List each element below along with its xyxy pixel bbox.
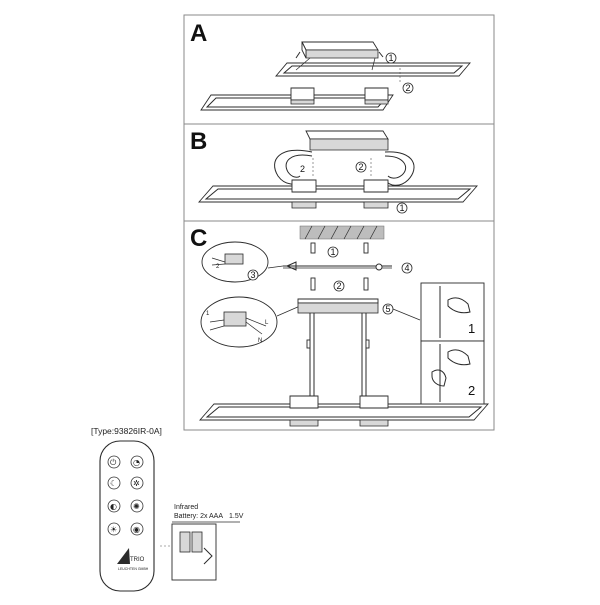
cable-loop-left-inner bbox=[285, 154, 313, 178]
svg-text:⏻: ⏻ bbox=[110, 458, 117, 467]
step-2-badge-c bbox=[333, 280, 345, 292]
step-number: 2 bbox=[337, 281, 342, 291]
battery-voltage: 1.5V bbox=[229, 513, 244, 520]
panel-a: A 1 2 bbox=[183, 14, 495, 125]
sun-icon[interactable] bbox=[130, 499, 144, 513]
panel-b: B 2 1 2 bbox=[183, 123, 495, 222]
step-number: 1 bbox=[400, 203, 405, 213]
mounting-block bbox=[290, 87, 389, 105]
cable-adjust-detail-2: 2 bbox=[420, 340, 485, 405]
cable-loop-right-inner bbox=[384, 155, 407, 179]
color-icon[interactable] bbox=[130, 522, 144, 536]
inset-step-number: 1 bbox=[206, 311, 210, 317]
step-1-badge-c bbox=[327, 246, 339, 258]
battery-icon bbox=[179, 531, 191, 553]
light-bar-upper-a bbox=[275, 62, 471, 77]
inset-step-number: 2 bbox=[216, 264, 220, 270]
panel-b-letter: B bbox=[190, 128, 207, 155]
battery-title: Infrared bbox=[174, 504, 198, 511]
moon-icon[interactable] bbox=[107, 476, 121, 490]
light-bar-c bbox=[199, 403, 489, 421]
step-2-badge-b bbox=[355, 161, 367, 173]
wire-label-l: L bbox=[265, 320, 269, 326]
detail-step-1: 1 bbox=[468, 321, 475, 336]
step-1-badge-a bbox=[385, 52, 397, 64]
step-number: 1 bbox=[389, 53, 394, 63]
power-icon[interactable] bbox=[107, 455, 121, 469]
arrow-icon bbox=[203, 547, 213, 565]
wire-label-n: N bbox=[258, 338, 262, 344]
remote-type-label: [Type:93826IR-0A] bbox=[91, 426, 162, 436]
remote-section: [Type:93826IR-0A] ⏻ ☾ ◐ ☀ ◔ ✲ ✺ ◉ TRIO L… bbox=[91, 426, 162, 592]
step-number: 2 bbox=[406, 83, 411, 93]
svg-text:✲: ✲ bbox=[133, 479, 140, 488]
panel-c: C 1 4 2 3 2 bbox=[183, 220, 495, 431]
svg-text:◉: ◉ bbox=[133, 525, 140, 534]
battery-section: Infrared Battery: 2x AAA 1.5V bbox=[160, 504, 244, 581]
step-4-badge-c bbox=[401, 262, 413, 274]
canopy-a bbox=[301, 41, 379, 59]
timer-icon[interactable] bbox=[130, 455, 144, 469]
ceiling bbox=[299, 225, 385, 240]
cable-loop-right bbox=[384, 151, 415, 186]
connector-detail-inset: 3 2 bbox=[201, 241, 269, 283]
svg-text:☀: ☀ bbox=[110, 525, 117, 534]
svg-text:◐: ◐ bbox=[110, 502, 117, 511]
trio-logo-icon bbox=[117, 548, 130, 564]
bright-icon[interactable] bbox=[107, 522, 121, 536]
step-2-badge-a bbox=[402, 82, 414, 94]
step-1-badge-b bbox=[396, 202, 408, 214]
step-number: 2 bbox=[359, 162, 364, 172]
detail-step-2: 2 bbox=[468, 383, 475, 398]
step-number: 1 bbox=[331, 247, 336, 257]
canopy-b bbox=[305, 130, 389, 151]
battery-spec: Battery: 2x AAA bbox=[174, 513, 223, 520]
step-number-alt: 2 bbox=[300, 164, 305, 174]
svg-text:☾: ☾ bbox=[110, 479, 117, 488]
step-3-badge-c bbox=[247, 269, 259, 281]
step-number: 5 bbox=[386, 304, 391, 314]
cable-adjust-detail: 1 bbox=[420, 282, 485, 342]
dim-icon[interactable] bbox=[107, 499, 121, 513]
screw-icon bbox=[375, 263, 383, 271]
arrow-icon bbox=[378, 51, 384, 58]
svg-text:✺: ✺ bbox=[133, 502, 140, 511]
wiring-detail-inset: L N 1 bbox=[200, 296, 278, 348]
step-number: 3 bbox=[251, 270, 256, 280]
svg-text:◔: ◔ bbox=[133, 458, 140, 467]
mounting-block bbox=[289, 395, 389, 427]
arrow-icon bbox=[295, 51, 301, 59]
mounting-block bbox=[291, 179, 389, 209]
brand-sub: LEUCHTEN GMBH bbox=[118, 567, 149, 571]
panel-a-letter: A bbox=[190, 20, 207, 47]
battery-icon bbox=[191, 531, 203, 553]
brand-name: TRIO bbox=[130, 557, 145, 563]
light-bar-b bbox=[198, 185, 478, 203]
step-number: 4 bbox=[405, 263, 410, 273]
panel-c-letter: C bbox=[190, 225, 207, 252]
canopy-c bbox=[297, 298, 379, 314]
moon-warm-icon[interactable] bbox=[130, 476, 144, 490]
